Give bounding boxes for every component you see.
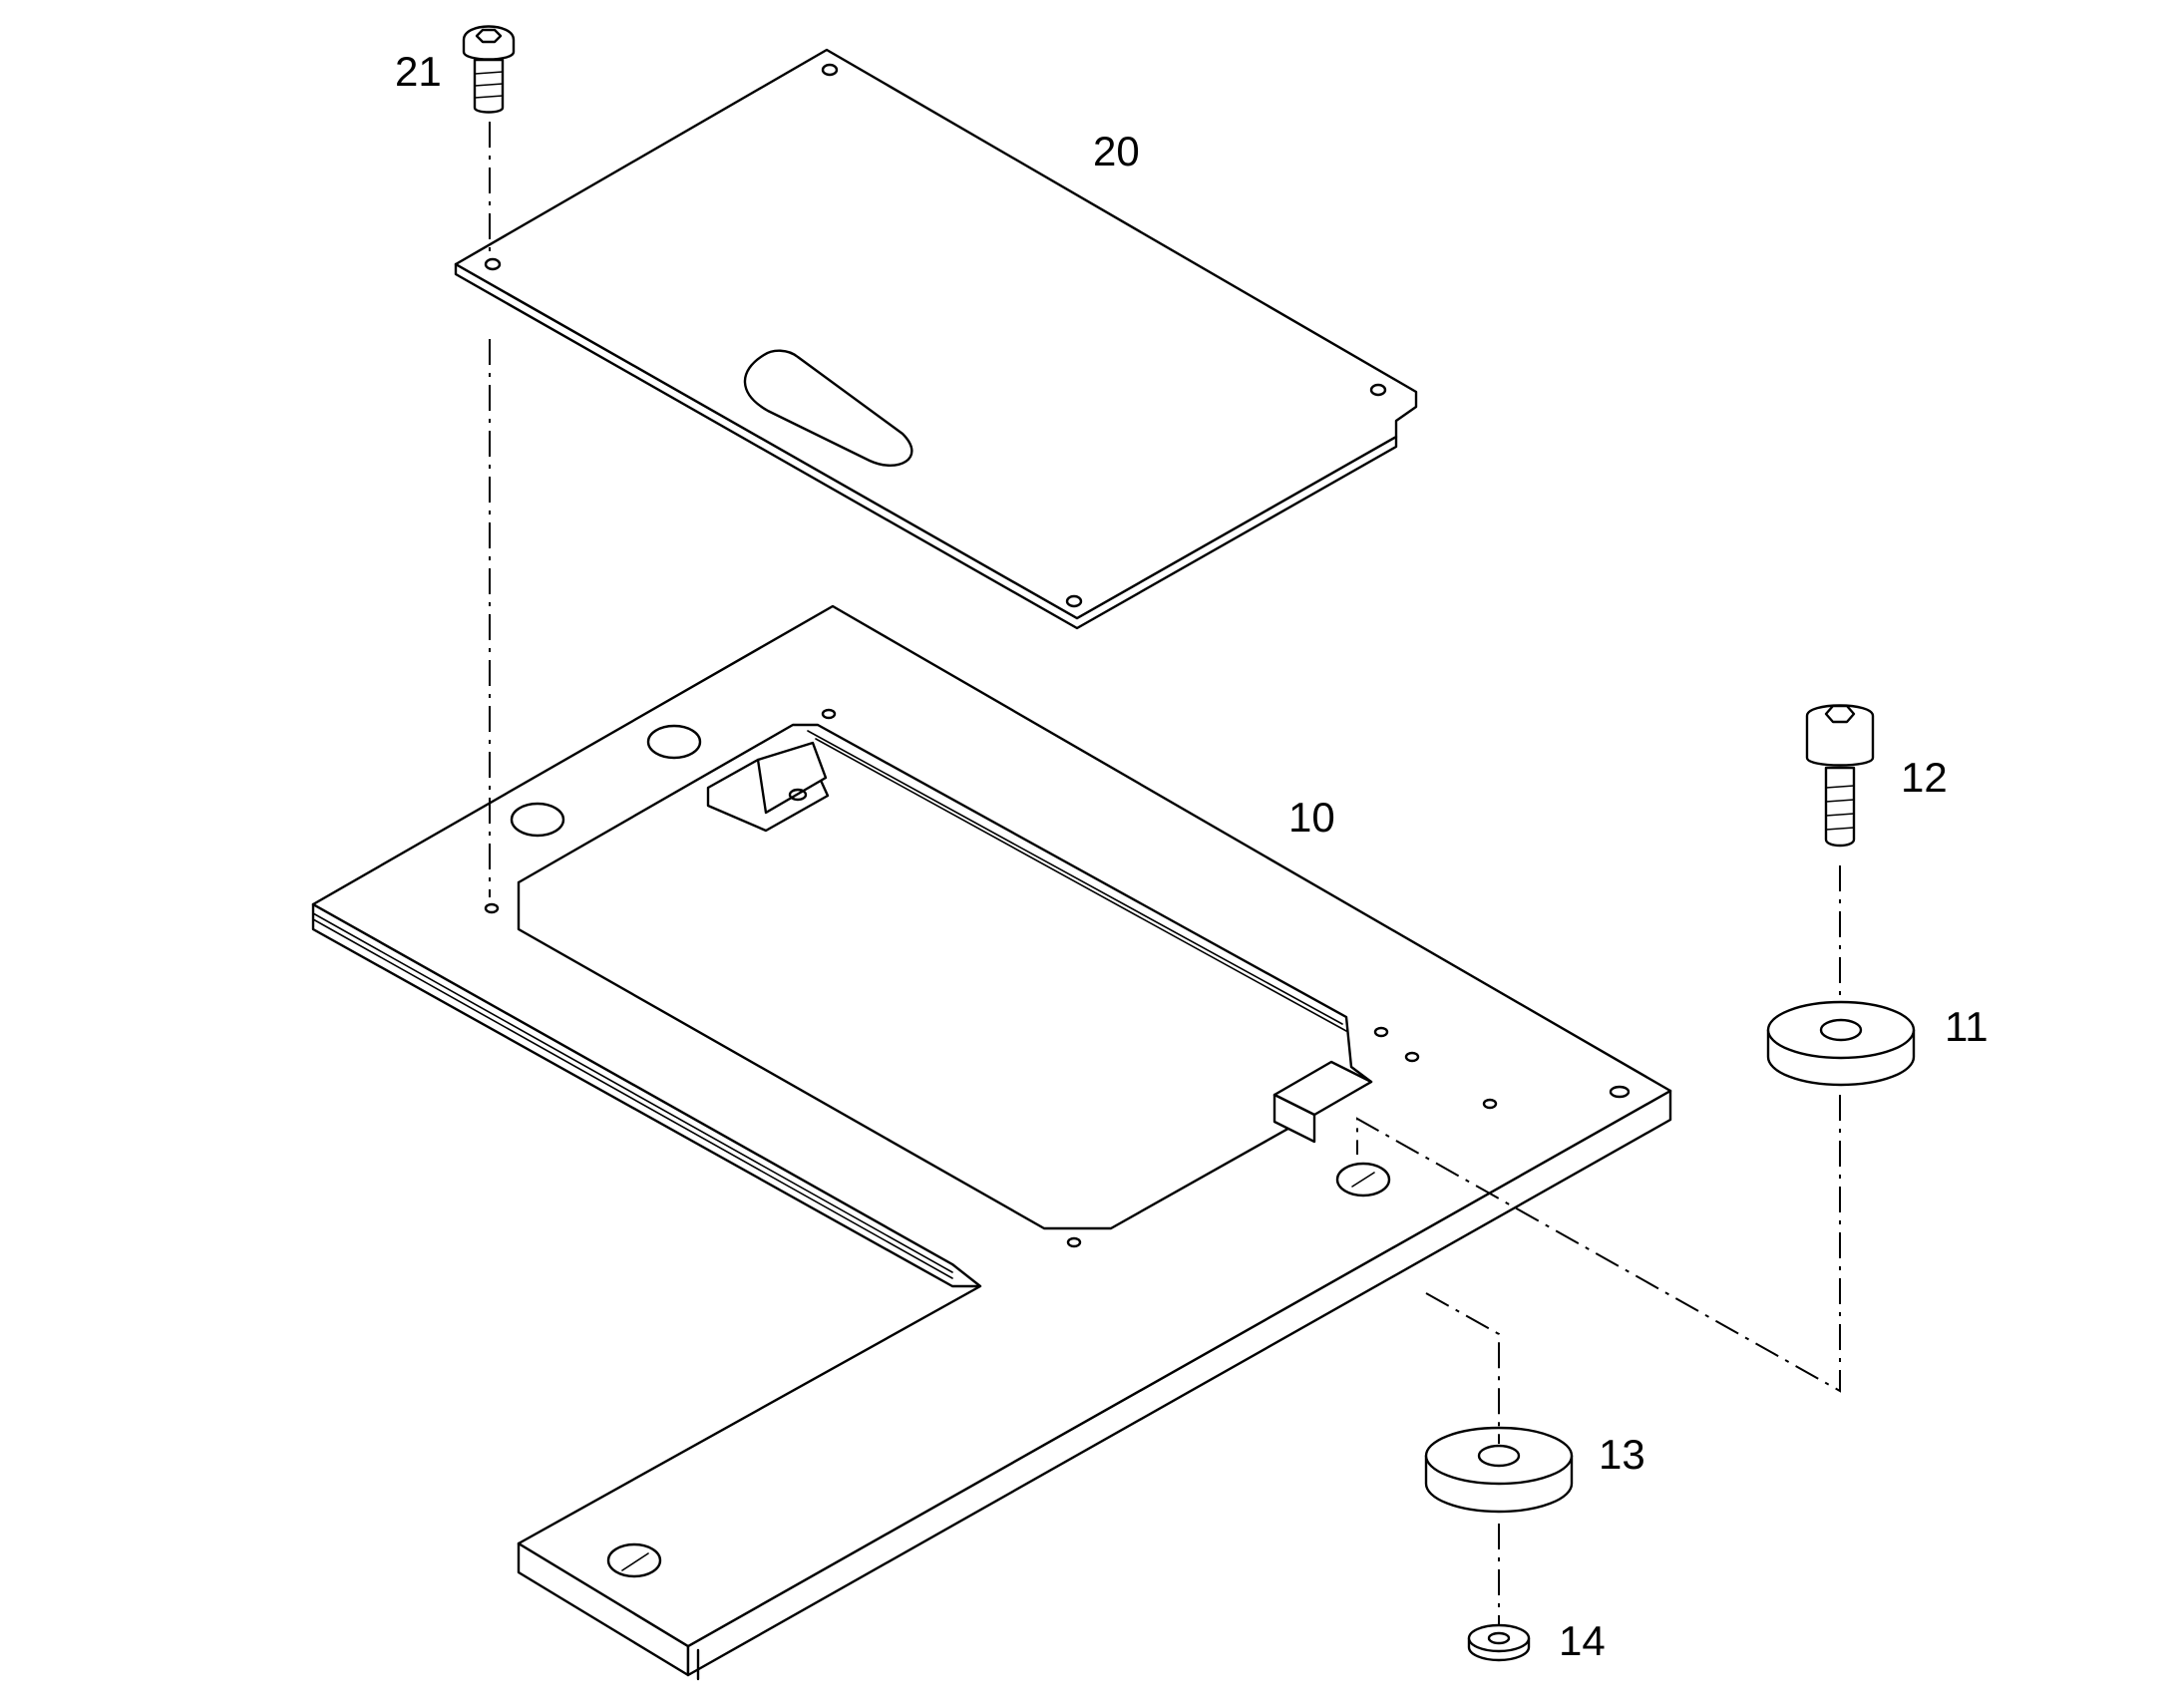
part-21-screw — [462, 25, 516, 114]
part-14-washer — [1467, 1623, 1531, 1662]
callout-12: 12 — [1901, 754, 1948, 801]
callout-13: 13 — [1599, 1431, 1645, 1478]
part-10-base-plate — [311, 604, 1672, 1681]
callout-11: 11 — [1945, 1003, 1989, 1050]
part-20-cover-plate — [454, 48, 1418, 630]
callout-20: 20 — [1093, 128, 1140, 174]
callout-21: 21 — [395, 48, 442, 95]
part-12-screw — [1805, 704, 1875, 848]
callout-14: 14 — [1559, 1617, 1606, 1664]
callout-10: 10 — [1288, 794, 1335, 841]
part-13-washer — [1424, 1426, 1574, 1514]
assembly-centerlines — [489, 122, 1841, 1625]
part-11-washer — [1766, 1000, 1916, 1087]
